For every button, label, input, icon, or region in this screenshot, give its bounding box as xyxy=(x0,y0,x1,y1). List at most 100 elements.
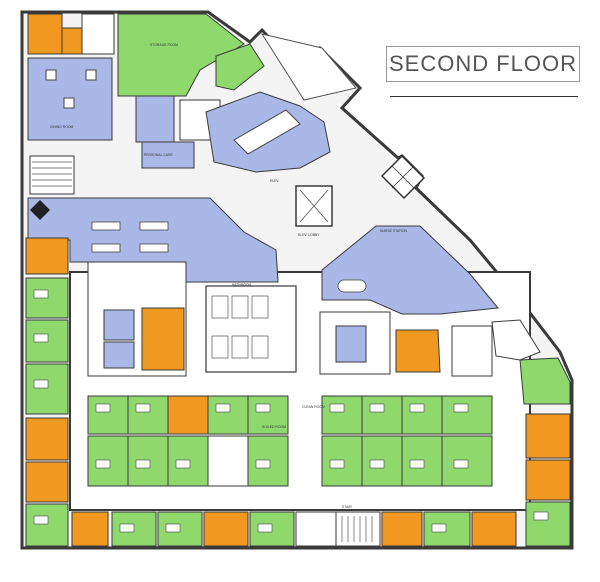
bed-icon xyxy=(33,515,49,525)
stair-treads xyxy=(32,161,72,187)
inner-row-top-right xyxy=(321,395,493,435)
staff-room-inner xyxy=(141,307,185,371)
table xyxy=(45,69,57,81)
bed-icon xyxy=(409,403,425,413)
room-tags: STORAGE ROOM PERSONAL CARE DINING ROOM E… xyxy=(50,43,408,509)
bathroom-inner-right xyxy=(335,325,367,363)
staff-room-left-1 xyxy=(25,237,69,275)
stair-bottom xyxy=(335,511,381,547)
room-tag: STAIR xyxy=(342,505,352,509)
utility-room-top xyxy=(81,13,115,55)
bathroom-upper xyxy=(135,95,175,143)
stall xyxy=(251,335,269,359)
stall xyxy=(251,295,269,319)
staff-room xyxy=(167,395,209,435)
entry-diamond-icon xyxy=(30,200,50,220)
bed-icons xyxy=(33,289,549,533)
room-tag: ELEV. LOBBY xyxy=(298,233,320,237)
room-tag: BATHROOM xyxy=(232,283,252,287)
bathroom-inner-left xyxy=(103,309,135,341)
resident-room xyxy=(127,395,169,435)
title-box: SECOND FLOOR xyxy=(386,46,580,82)
bed-icon xyxy=(257,523,273,533)
rooftop-diamond xyxy=(260,33,357,101)
bed-icon xyxy=(119,523,135,533)
bed-icon xyxy=(95,459,111,469)
resident-room xyxy=(401,435,443,487)
room-tag: STORAGE ROOM xyxy=(150,43,178,47)
toilet-stalls xyxy=(211,295,269,359)
bed-icon xyxy=(453,403,469,413)
resident-room xyxy=(207,395,249,435)
inner-row-bottom-right xyxy=(321,435,493,487)
seat-row xyxy=(91,243,121,253)
resident-room xyxy=(247,395,289,435)
bed-icon xyxy=(255,403,271,413)
room-tag: ELEV. xyxy=(270,179,279,183)
room-tag: DINING ROOM xyxy=(50,125,74,129)
table xyxy=(63,97,75,109)
dining-room xyxy=(27,57,113,141)
staff-room-left-3 xyxy=(25,461,69,503)
resident-room-left-4 xyxy=(25,503,69,547)
resident-room xyxy=(401,395,443,435)
dining-tables xyxy=(45,69,97,109)
staff-room xyxy=(471,511,517,547)
staff-room-top-left xyxy=(27,13,63,55)
staff-room xyxy=(71,511,109,547)
personal-care-upper xyxy=(141,141,195,169)
bathroom xyxy=(207,435,249,487)
bed-icon xyxy=(453,459,469,469)
stair-bottom-treads xyxy=(341,516,373,542)
resident-room xyxy=(321,395,363,435)
stall xyxy=(231,335,249,359)
bed-icon xyxy=(135,459,151,469)
bed-icon xyxy=(369,403,385,413)
bed-icon xyxy=(33,333,49,343)
bed-icon xyxy=(329,403,345,413)
activity-room-top xyxy=(117,13,245,97)
room-tag: CLEAN ROOM xyxy=(302,405,325,409)
bed-icon xyxy=(215,403,231,413)
right-diag-room-2 xyxy=(491,319,541,361)
activity-room-upper-right xyxy=(215,43,265,91)
bed-icon xyxy=(409,459,425,469)
page-title: SECOND FLOOR xyxy=(388,51,578,76)
bed-icon xyxy=(369,459,385,469)
bathroom-inner-left-2 xyxy=(103,341,135,369)
staff-room xyxy=(203,511,249,547)
bed-icon xyxy=(33,289,49,299)
table xyxy=(85,69,97,81)
inner-row-top-left xyxy=(87,395,289,435)
stall xyxy=(211,335,229,359)
stall xyxy=(211,295,229,319)
corridor-gap xyxy=(295,511,337,547)
bed-icon xyxy=(329,459,345,469)
staff-room xyxy=(381,511,423,547)
room-tag: NURSE STATION xyxy=(380,229,408,233)
room-tag: PERSONAL CARE xyxy=(144,153,173,157)
bed-icon xyxy=(175,459,191,469)
seat-row xyxy=(91,221,121,231)
bed-icon xyxy=(255,459,271,469)
inner-row-bottom-left xyxy=(87,435,289,487)
resident-room xyxy=(441,395,493,435)
resident-room-left-3 xyxy=(25,363,69,415)
staff-room-right-2 xyxy=(525,459,571,501)
stall xyxy=(231,295,249,319)
title-underline xyxy=(390,96,578,97)
staff-room-inner-right xyxy=(395,329,441,373)
nurse-station-right xyxy=(321,225,499,315)
staff-room-top-left-2 xyxy=(61,27,83,55)
bottom-row-rooms xyxy=(71,511,517,547)
resident-room xyxy=(361,395,403,435)
nurse-desk xyxy=(337,279,367,293)
resident-room xyxy=(87,395,129,435)
bed-icon xyxy=(431,523,447,533)
staff-room-left-2 xyxy=(25,417,69,461)
resident-room xyxy=(423,511,471,547)
bed-icon xyxy=(533,511,549,521)
bed-icon xyxy=(135,403,151,413)
resident-room-right-3 xyxy=(525,501,571,547)
